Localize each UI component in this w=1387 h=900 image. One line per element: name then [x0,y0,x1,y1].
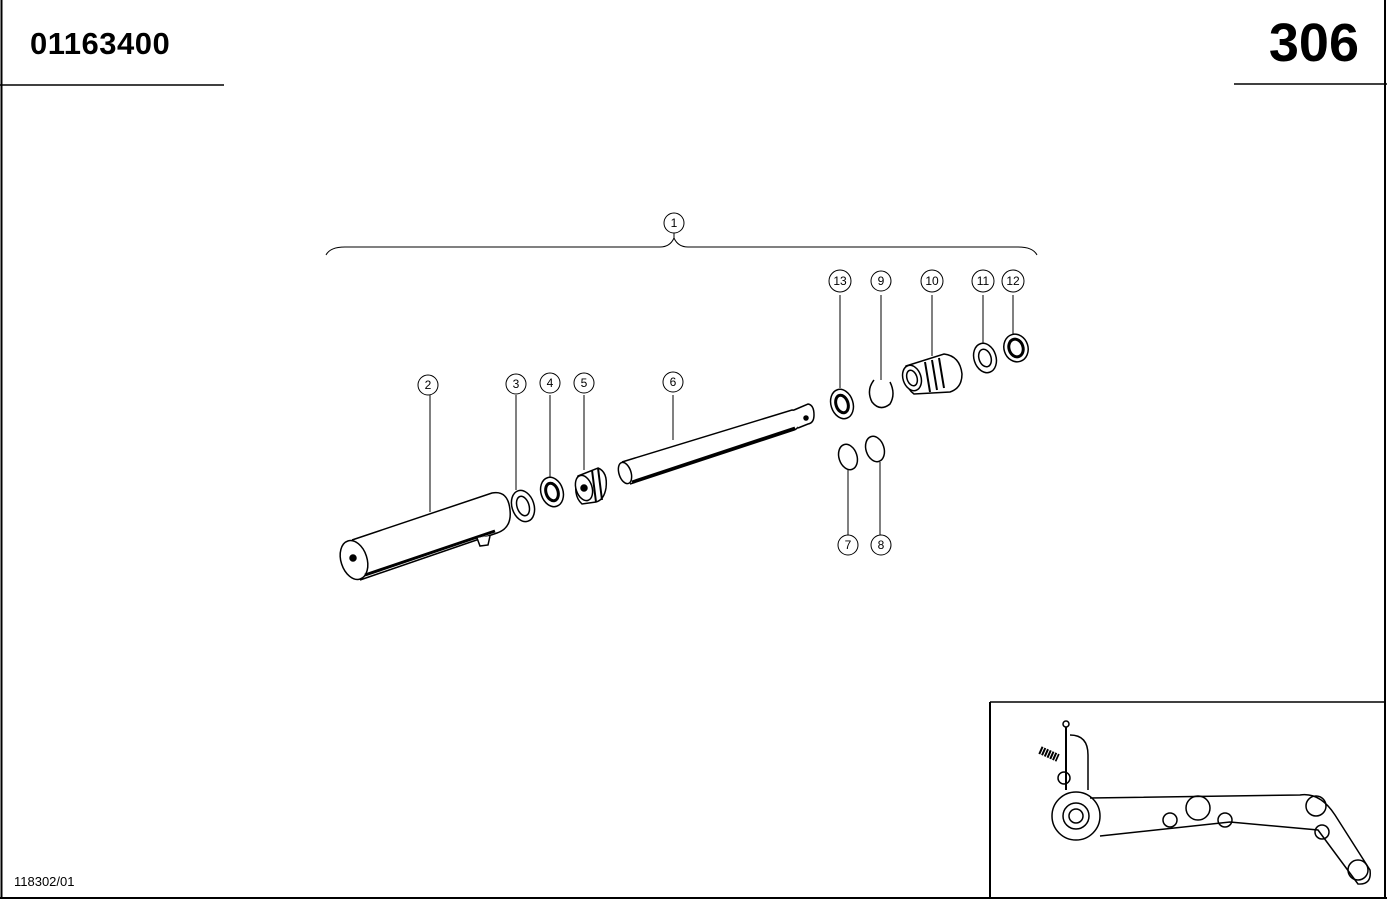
cylinder-barrel-part-2 [339,395,511,581]
callout-9: 9 [870,270,892,292]
callout-10: 10 [920,269,944,293]
callout-4: 4 [539,372,561,394]
gland-part-10 [901,295,963,395]
seal-ring-part-13 [829,295,855,420]
svg-text:6: 6 [670,375,677,389]
callout-1: 1 [663,212,685,234]
page-number: 306 [1268,13,1359,73]
snap-ring-part-9 [868,295,894,409]
svg-text:9: 9 [878,274,885,288]
callout-8: 8 [870,534,892,556]
svg-text:5: 5 [581,376,588,390]
callout-7: 7 [837,534,859,556]
seal-ring-part-4 [539,395,565,508]
svg-text:8: 8 [878,538,885,552]
svg-text:4: 4 [547,376,554,390]
piston-rod-part-6 [617,395,815,485]
assembly-bracket [325,233,1038,256]
seal-ring-part-3 [510,395,536,523]
callouts: 1 2 3 4 5 6 7 8 9 10 11 12 13 [417,212,1025,556]
o-ring-part-7 [837,443,859,535]
svg-text:7: 7 [845,538,852,552]
seal-ring-part-11 [972,295,998,374]
callout-2: 2 [417,374,439,396]
piston-part-5 [574,395,608,505]
svg-text:12: 12 [1006,274,1020,288]
callout-11: 11 [971,269,995,293]
seal-ring-part-12 [1003,295,1029,363]
svg-text:11: 11 [977,274,990,288]
callout-6: 6 [662,371,684,393]
callout-3: 3 [505,373,527,395]
svg-text:1: 1 [671,216,678,230]
callout-12: 12 [1001,269,1025,293]
o-ring-part-8 [864,435,886,535]
location-inset [989,701,1385,898]
svg-text:2: 2 [425,378,432,392]
svg-text:13: 13 [833,274,847,288]
callout-5: 5 [573,372,595,394]
callout-13: 13 [828,269,852,293]
part-number: 01163400 [30,26,171,61]
svg-text:10: 10 [925,274,939,288]
drawing-code: 118302/01 [14,874,75,889]
svg-text:3: 3 [513,377,520,391]
